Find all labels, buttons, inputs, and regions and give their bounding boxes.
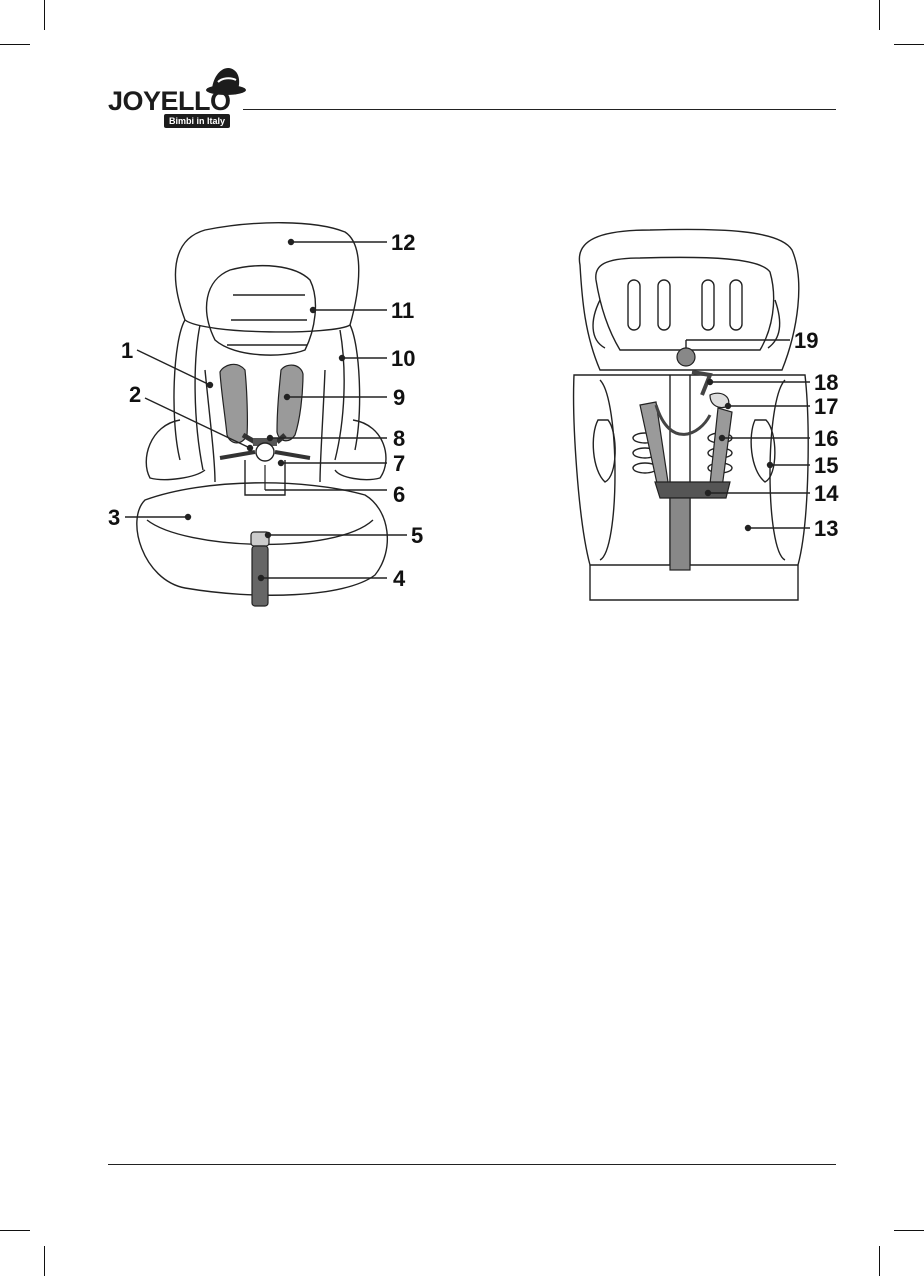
callout-12: 12 (391, 230, 415, 255)
callout-15: 15 (814, 453, 838, 478)
callout-8: 8 (393, 426, 405, 451)
callout-1: 1 (121, 338, 133, 363)
callout-2: 2 (129, 382, 141, 407)
callout-18: 18 (814, 370, 838, 395)
callout-19: 19 (794, 328, 818, 353)
callout-10: 10 (391, 346, 415, 371)
crop-mark (879, 0, 880, 30)
callout-11: 11 (391, 298, 414, 323)
crop-mark (0, 44, 30, 45)
callout-16: 16 (814, 426, 838, 451)
callout-13: 13 (814, 516, 838, 541)
crop-mark (894, 1230, 924, 1231)
front-view-diagram: 12 11 10 9 8 7 6 5 4 1 2 3 (55, 220, 455, 615)
crop-mark (44, 1246, 45, 1276)
callout-7: 7 (393, 451, 405, 476)
footer-rule (108, 1164, 836, 1165)
callout-9: 9 (393, 385, 405, 410)
crop-mark (879, 1246, 880, 1276)
callout-5: 5 (411, 523, 423, 548)
callout-3: 3 (108, 505, 120, 530)
callout-17: 17 (814, 394, 838, 419)
crop-mark (894, 44, 924, 45)
brand-tagline: Bimbi in Italy (164, 114, 230, 128)
brand-name: JOYELLO (108, 86, 231, 117)
header-rule (243, 109, 836, 110)
callout-14: 14 (814, 481, 839, 506)
crop-mark (0, 1230, 30, 1231)
back-view-diagram: 19 18 17 16 15 14 13 (560, 220, 860, 615)
crop-mark (44, 0, 45, 30)
callout-6: 6 (393, 482, 405, 507)
brand-logo: JOYELLO Bimbi in Italy (108, 62, 248, 132)
callout-4: 4 (393, 566, 406, 591)
